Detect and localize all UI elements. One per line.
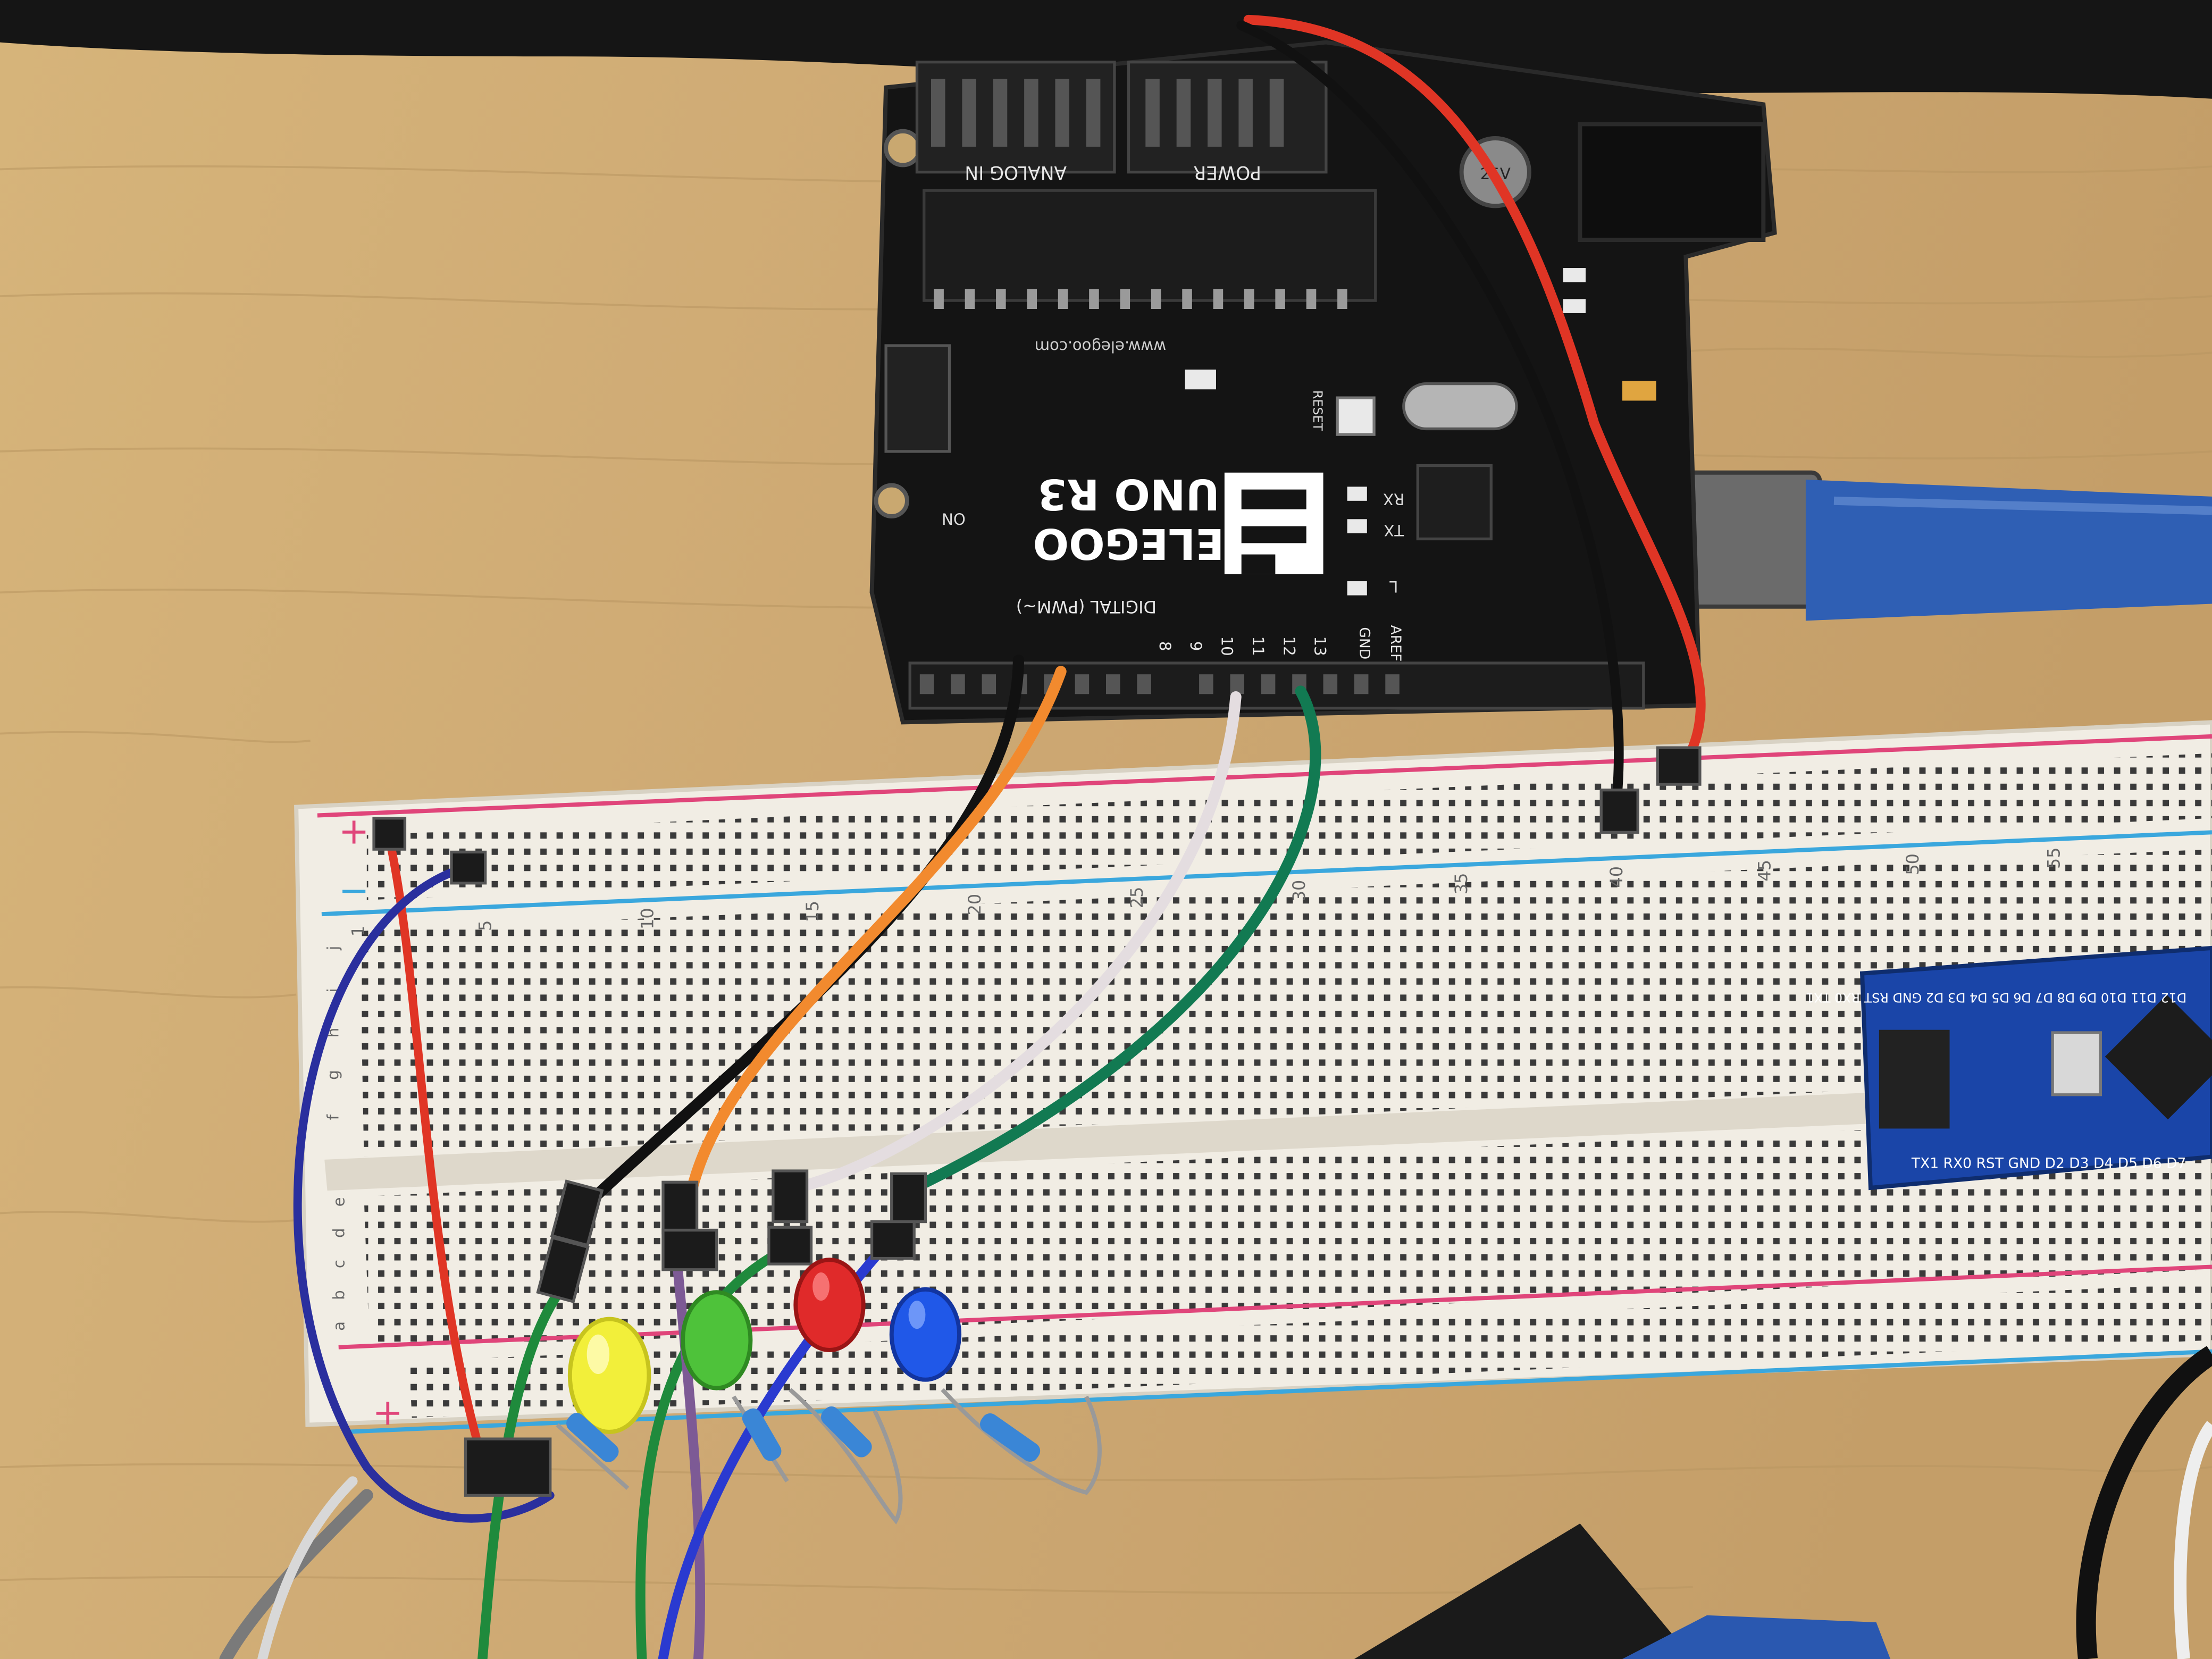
on-label: ON	[942, 510, 966, 528]
column-number: 30	[1289, 880, 1309, 902]
column-number: 25	[1127, 887, 1147, 909]
top-terminal-holes	[359, 849, 2212, 1157]
column-number: 45	[1755, 860, 1775, 882]
mounting-hole	[884, 129, 922, 167]
top-rail-holes	[366, 753, 2212, 900]
row-letter: b	[330, 1290, 348, 1300]
aref-label: AREF	[1387, 625, 1404, 662]
row-letter: d	[330, 1228, 348, 1238]
led-green	[681, 1290, 753, 1390]
column-number: 20	[965, 894, 985, 916]
dark-box	[1354, 1523, 1693, 1659]
jumper-wires	[219, 14, 1706, 1659]
top-rail-red-line	[317, 734, 2212, 818]
led-red	[793, 1258, 866, 1352]
digital-pin-label: 9	[1187, 641, 1205, 651]
digital-pin-label: 10	[1218, 636, 1236, 656]
column-number: 40	[1606, 866, 1627, 888]
wire-black-gnd	[1236, 20, 1624, 816]
black-cable-right	[2076, 1346, 2212, 1659]
nano-chip	[2105, 994, 2212, 1120]
analog-in-label: ANALOG IN	[965, 162, 1067, 183]
column-number: 5	[475, 920, 495, 931]
resistor-3	[789, 1388, 903, 1525]
wire-green-lower-2	[635, 1247, 784, 1659]
model-label: UNO R3	[1037, 470, 1220, 519]
bottom-rail-holes	[409, 1284, 2212, 1418]
row-letter: j	[324, 946, 342, 951]
row-letter: f	[324, 1114, 342, 1120]
row-letter: e	[330, 1197, 348, 1206]
tx-label: TX	[1384, 521, 1404, 539]
row-letter: i	[324, 988, 342, 992]
white-cable-right	[2174, 1421, 2212, 1659]
arduino-nano-board: D12 D11 D10 D9 D8 D7 D6 D5 D4 D3 D2 GND …	[1806, 945, 2212, 1191]
icsp-header	[884, 344, 951, 453]
top-rail-minus: −	[339, 869, 370, 912]
digital-pin-label: 13	[1311, 636, 1329, 656]
column-number: 15	[802, 901, 823, 923]
resistors	[556, 1388, 1102, 1525]
bottom-rail-plus: +	[372, 1392, 403, 1434]
l-label: L	[1389, 577, 1398, 596]
nano-icsp-pins	[1879, 1029, 1950, 1129]
arduino-uno-board: ANALOG IN POWER www.elegoo.com 25V UNO R…	[869, 40, 1777, 725]
power-label: POWER	[1193, 162, 1261, 183]
usb-cable	[1620, 470, 2212, 621]
digital-pin-labels: 13 12 11 10 9 8	[1156, 636, 1329, 656]
wire-orange	[685, 666, 1067, 1198]
wire-red-vcc	[1243, 14, 1706, 767]
nano-reset-button	[2051, 1031, 2102, 1096]
gnd-label: GND	[1356, 627, 1373, 659]
led-yellow	[567, 1317, 651, 1434]
digital-pin-label: 11	[1249, 636, 1267, 656]
power-jack	[1578, 122, 1766, 242]
center-channel	[324, 1077, 2212, 1191]
digital-pin-label: 8	[1156, 641, 1174, 651]
usb-interface-chip	[1416, 464, 1493, 541]
led-blue	[889, 1287, 962, 1382]
website-label: www.elegoo.com	[1035, 338, 1166, 356]
row-letter: a	[330, 1321, 348, 1331]
bottom-rail-red-line	[338, 1264, 2212, 1350]
column-number: 55	[2043, 848, 2064, 869]
dark-cloth	[0, 0, 2212, 99]
power-header	[1127, 61, 1328, 174]
led-row	[567, 1258, 962, 1434]
nano-top-pins: D12 D11 D10 D9 D8 D7 D6 D5 D4 D3 D2 GND …	[1806, 990, 2186, 1005]
row-letter: c	[330, 1260, 348, 1268]
wire-green-pin	[908, 685, 1321, 1194]
column-number: 10	[637, 908, 657, 929]
resistor-4	[941, 1388, 1102, 1495]
blue-board-corner	[1622, 1615, 1891, 1659]
jumper-connectors	[372, 746, 1702, 1497]
resistor-2	[732, 1395, 789, 1482]
brand-label: ELEGOO	[1033, 519, 1224, 568]
resistor-1	[556, 1413, 630, 1490]
reset-button	[1336, 396, 1376, 436]
column-number: 1	[348, 926, 368, 936]
column-number: 35	[1451, 873, 1471, 895]
crystal	[1402, 382, 1518, 431]
wire-white-lower	[257, 1476, 358, 1659]
wire-blue-rail	[293, 863, 555, 1523]
wire-white	[790, 691, 1242, 1194]
rx-label: RX	[1383, 490, 1404, 508]
top-rail-plus: +	[339, 810, 370, 853]
atmega-chip	[923, 189, 1377, 302]
elegoo-logo-mark	[1224, 472, 1323, 574]
digital-pin-label: 12	[1280, 636, 1298, 656]
digital-header	[908, 661, 1645, 710]
top-rail-blue-line	[321, 830, 2212, 917]
reset-label: RESET	[1310, 390, 1325, 431]
nano-bottom-pins: TX1 RX0 RST GND D2 D3 D4 D5 D6 D7	[1911, 1155, 2186, 1172]
mounting-hole	[874, 483, 909, 518]
row-letter: g	[324, 1070, 342, 1080]
analog-header	[915, 61, 1116, 174]
digital-pwm-label: DIGITAL (PWM~)	[1016, 597, 1157, 617]
column-number: 50	[1903, 853, 1923, 875]
